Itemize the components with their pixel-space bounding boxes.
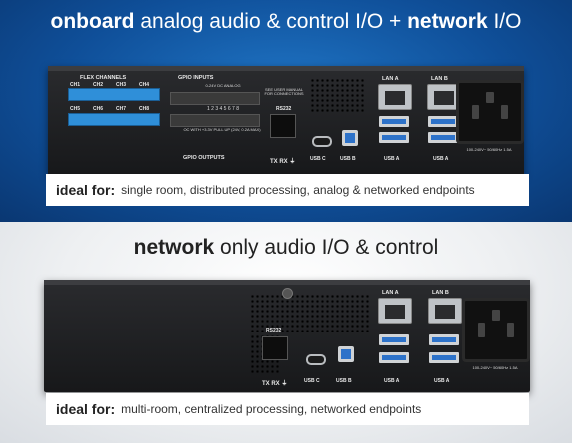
ch5-label: CH5 xyxy=(70,106,81,112)
usb-a-port xyxy=(379,352,409,363)
usb-a-port xyxy=(428,132,458,143)
lan-b-label: LAN B xyxy=(431,76,448,82)
power-rating: 100-240V~ 50/60Hz 1.5A xyxy=(472,365,518,370)
lan-a-label: LAN A xyxy=(382,76,399,82)
usb-c-port xyxy=(306,354,326,365)
lan-a-port xyxy=(378,298,412,324)
onboard-io-section: onboard analog audio & control I/O + net… xyxy=(0,0,572,222)
power-inlet xyxy=(462,298,530,362)
ch7-label: CH7 xyxy=(116,106,127,112)
gpio-output-note: OC WITH +3.3V PULL UP (24V, 0.2A MAX) xyxy=(183,127,261,132)
lan-a-port xyxy=(378,84,412,110)
headline-text-io: I/O xyxy=(487,10,522,33)
flex-terminal-top xyxy=(68,88,160,101)
ground-screw xyxy=(282,288,293,299)
usb-a-label: USB A xyxy=(384,378,400,384)
headline-bold-network: network xyxy=(133,236,215,259)
power-pin xyxy=(492,310,500,321)
gpio-outputs-label: GPIO OUTPUTS xyxy=(183,155,225,161)
flex-terminal-bottom xyxy=(68,113,160,126)
ch8-label: CH8 xyxy=(139,106,150,112)
power-inlet xyxy=(456,80,524,144)
headline-text: analog audio & control I/O + xyxy=(134,10,408,33)
lan-b-port xyxy=(427,84,461,110)
rs232-label: RS232 xyxy=(266,328,282,334)
gpio-inputs-label: GPIO INPUTS xyxy=(178,75,214,81)
usb-a-port xyxy=(379,116,409,127)
flex-channels-label: FLEX CHANNELS xyxy=(80,75,127,81)
usb-c-label: USB C xyxy=(304,378,320,384)
vent-grille xyxy=(310,78,366,114)
usb-a-port xyxy=(379,132,409,143)
tx-rx-label: TX RX ⏚ xyxy=(262,381,288,387)
ideal-for-label: ideal for: xyxy=(56,182,116,198)
usb-c-port xyxy=(312,136,332,147)
usb-a-label: USB A xyxy=(433,156,449,162)
rs232-label: RS232 xyxy=(276,106,292,112)
chassis-lip xyxy=(44,280,530,285)
ch3-label: CH3 xyxy=(116,82,127,88)
rs232-connector xyxy=(270,114,296,138)
power-rating: 100-240V~ 50/60Hz 1.5A xyxy=(466,147,512,152)
chassis-lip xyxy=(48,66,524,71)
ideal-for-banner: ideal for: single room, distributed proc… xyxy=(46,174,529,206)
ch1-label: CH1 xyxy=(70,82,81,88)
usb-c-label: USB C xyxy=(310,156,326,162)
device-with-analog-io: FLEX CHANNELS CH1 CH2 CH3 CH4 CH5 CH6 CH… xyxy=(48,66,524,176)
ch2-label: CH2 xyxy=(93,82,104,88)
ch6-label: CH6 xyxy=(93,106,104,112)
gpio-input-note: 0-24V DC ANALOG xyxy=(205,83,241,88)
gpio-output-terminal xyxy=(170,114,260,127)
ideal-for-text: multi-room, centralized processing, netw… xyxy=(121,402,422,416)
gpio-numbers: 1 2 3 4 5 6 7 8 xyxy=(207,106,239,112)
lan-b-port xyxy=(428,298,462,324)
ideal-for-label: ideal for: xyxy=(56,401,116,417)
tx-rx-label: TX RX ⏚ xyxy=(270,159,296,165)
gpio-input-terminal xyxy=(170,92,260,105)
usb-a-port xyxy=(428,116,458,127)
network-headline: network only audio I/O & control xyxy=(0,236,572,260)
power-pin xyxy=(478,323,485,337)
onboard-headline: onboard analog audio & control I/O + net… xyxy=(0,10,572,34)
device-network-only: RS232 TX RX ⏚ USB C USB B LAN A USB A LA… xyxy=(44,280,530,392)
headline-text: only audio I/O & control xyxy=(214,236,439,259)
usb-a-label: USB A xyxy=(384,156,400,162)
manual-note: SEE USER MANUAL FOR CONNECTIONS xyxy=(264,87,304,96)
power-pin xyxy=(501,105,508,119)
usb-b-port xyxy=(342,130,358,146)
vent-grille xyxy=(250,294,370,332)
lan-a-label: LAN A xyxy=(382,290,399,296)
ch4-label: CH4 xyxy=(139,82,150,88)
flex-channels-top: CH1 CH2 CH3 CH4 CH5 CH6 CH7 CH8 xyxy=(68,82,160,132)
usb-a-label: USB A xyxy=(434,378,450,384)
usb-b-label: USB B xyxy=(336,378,352,384)
power-pin xyxy=(486,92,494,103)
rs232-connector xyxy=(262,336,288,360)
ideal-for-banner: ideal for: multi-room, centralized proce… xyxy=(46,393,529,425)
headline-bold-network: network xyxy=(407,10,488,33)
lan-b-label: LAN B xyxy=(432,290,449,296)
usb-b-port xyxy=(338,346,354,362)
usb-a-port xyxy=(429,334,459,345)
usb-a-port xyxy=(429,352,459,363)
ideal-for-text: single room, distributed processing, ana… xyxy=(121,183,475,197)
power-pin xyxy=(472,105,479,119)
headline-bold-onboard: onboard xyxy=(50,10,135,33)
usb-a-port xyxy=(379,334,409,345)
power-pin xyxy=(507,323,514,337)
usb-b-label: USB B xyxy=(340,156,356,162)
